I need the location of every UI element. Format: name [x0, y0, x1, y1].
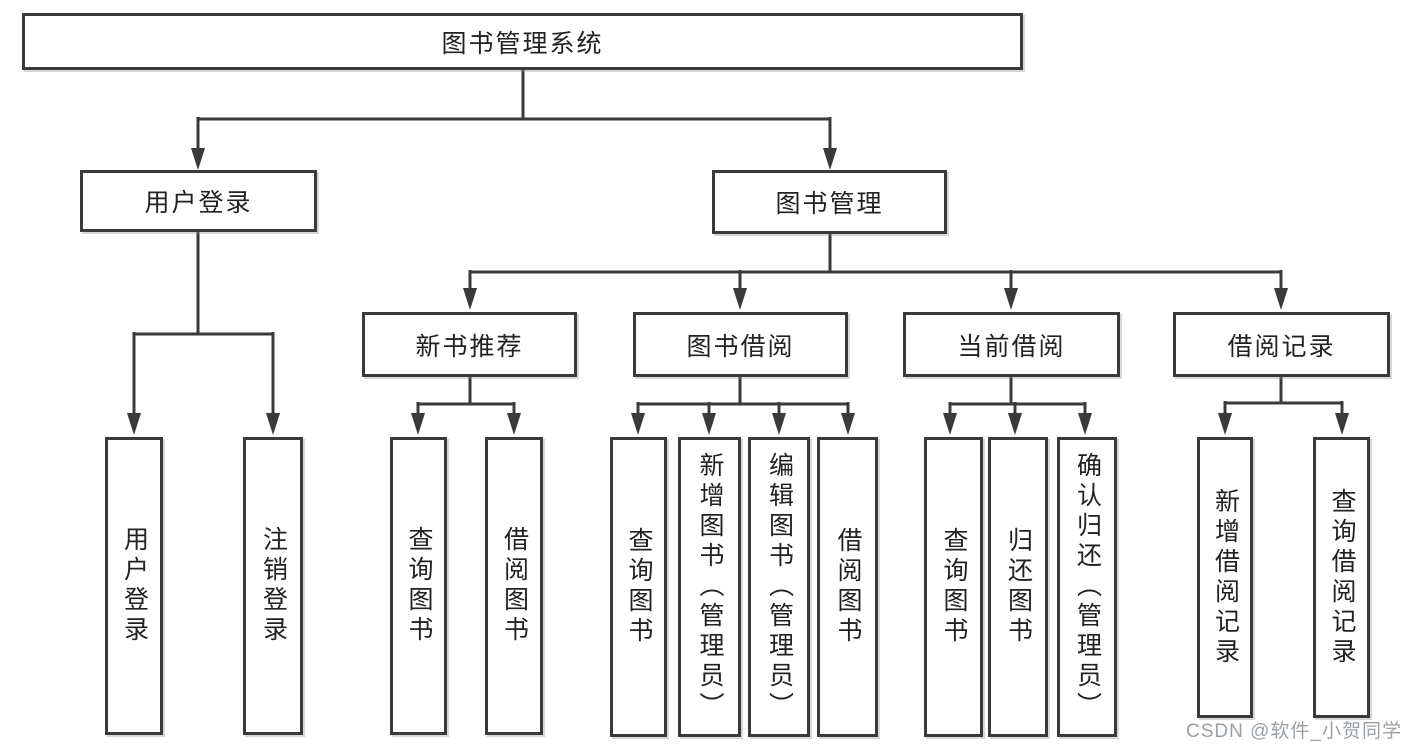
node-borrowing-records: 借阅记录 [1173, 312, 1390, 377]
arrow-down-icon [463, 270, 477, 310]
leaf-user-login: 用户登录 [105, 437, 163, 735]
arrow-down-icon [823, 117, 837, 170]
arrow-down-icon [733, 270, 747, 310]
arrow-down-icon [702, 402, 716, 435]
arrow-down-icon [507, 402, 521, 435]
node-label: 用户登录 [144, 189, 253, 217]
arrow-down-icon [841, 402, 855, 435]
arrow-down-icon [631, 402, 645, 435]
node-label: 查询借阅记录 [1328, 487, 1356, 668]
node-label: 新书推荐 [415, 332, 524, 361]
csdn-watermark: CSDN @软件_小贺同学 [1186, 721, 1402, 742]
node-new-book-recommendation: 新书推荐 [362, 312, 577, 377]
arrow-down-icon [1078, 402, 1092, 435]
arrow-down-icon [1218, 401, 1232, 435]
node-label: 确认归还（管理员） [1073, 452, 1102, 722]
leaf-add-borrow-record: 新增借阅记录 [1197, 437, 1253, 718]
leaf-add-books-admin: 新增图书（管理员） [678, 437, 741, 737]
node-label: 图书管理 [775, 190, 884, 218]
leaf-query-borrow-record: 查询借阅记录 [1313, 437, 1370, 718]
node-book-management: 图书管理 [712, 170, 947, 234]
node-label: 查询图书 [940, 527, 968, 647]
node-label: 图书借阅 [686, 332, 795, 361]
node-label: 新增借阅记录 [1211, 487, 1240, 668]
node-book-borrowing: 图书借阅 [633, 312, 848, 377]
node-label: 借阅图书 [834, 527, 862, 647]
arrow-down-icon [1004, 270, 1018, 310]
leaf-logout: 注销登录 [243, 437, 303, 735]
arrow-down-icon [191, 117, 205, 170]
leaf-return-books: 归还图书 [988, 437, 1048, 737]
node-label: 新增图书（管理员） [696, 452, 724, 722]
arrow-down-icon [772, 402, 786, 435]
leaf-edit-books-admin: 编辑图书（管理员） [748, 437, 810, 737]
leaf-query-books-borrow: 查询图书 [610, 437, 667, 737]
node-label: 归还图书 [1004, 527, 1033, 647]
node-label: 编辑图书（管理员） [765, 452, 794, 722]
arrow-down-icon [1335, 401, 1349, 435]
leaf-query-books-recommend: 查询图书 [390, 437, 447, 735]
leaf-confirm-return-admin: 确认归还（管理员） [1057, 437, 1117, 737]
node-label: 注销登录 [259, 526, 288, 646]
leaf-borrow-books: 借阅图书 [817, 437, 878, 737]
node-user-login: 用户登录 [80, 170, 317, 232]
leaf-query-books-current: 查询图书 [924, 437, 983, 737]
arrow-down-icon [266, 332, 280, 435]
node-label: 查询图书 [625, 527, 653, 647]
node-label: 借阅记录 [1227, 332, 1336, 361]
arrow-down-icon [411, 402, 425, 435]
leaf-borrow-books-recommend: 借阅图书 [485, 437, 543, 735]
arrow-down-icon [1274, 270, 1288, 310]
arrow-down-icon [943, 402, 957, 435]
node-label: 图书管理系统 [441, 29, 604, 58]
node-label: 当前借阅 [957, 332, 1066, 361]
arrow-down-icon [1008, 402, 1022, 435]
node-library-management-system: 图书管理系统 [22, 13, 1023, 70]
node-current-borrowing: 当前借阅 [903, 312, 1120, 377]
arrow-down-icon [127, 332, 141, 435]
node-label: 借阅图书 [500, 526, 529, 646]
node-label: 用户登录 [120, 526, 149, 646]
node-label: 查询图书 [405, 526, 433, 646]
